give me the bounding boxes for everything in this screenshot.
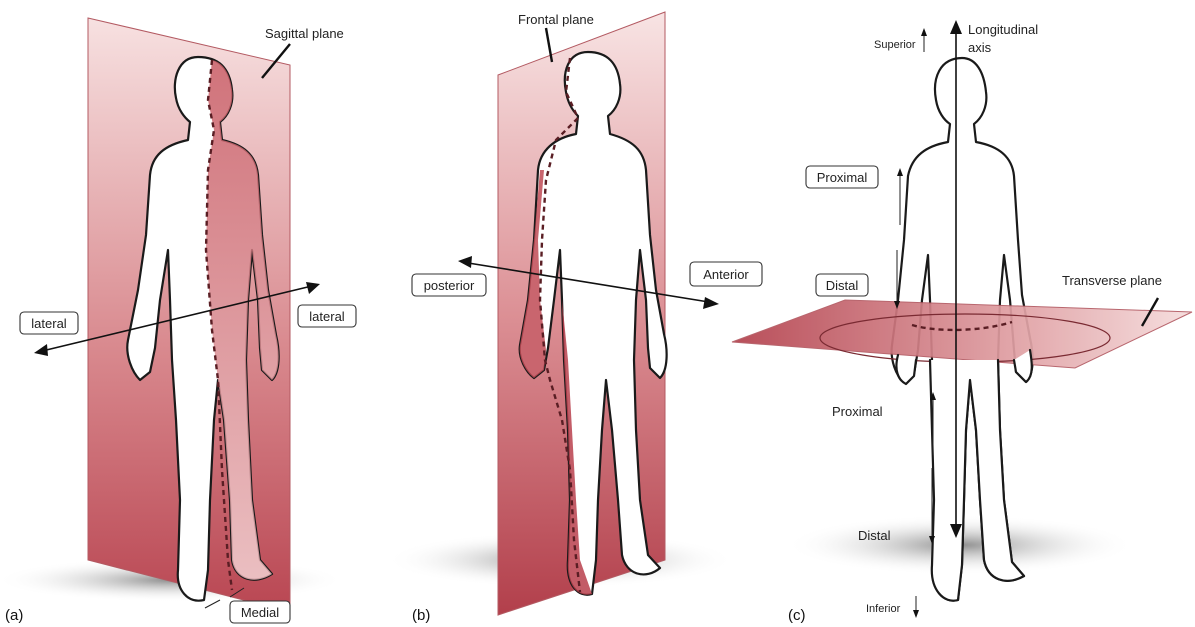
arm-proximal-label: Proximal <box>817 170 868 185</box>
superior-label: Superior <box>874 39 916 51</box>
posterior-label: posterior <box>424 278 475 293</box>
medial-label: Medial <box>241 605 279 620</box>
anterior-arrowhead <box>703 297 719 309</box>
frontal-plane-label: Frontal plane <box>518 12 594 27</box>
superior-arrowhead <box>921 28 927 36</box>
arm-proximal-arrowhead <box>897 168 903 176</box>
longitudinal-arrowhead-top <box>950 20 962 34</box>
anterior-label: Anterior <box>703 267 749 282</box>
posterior-arrowhead <box>458 256 472 268</box>
leg-distal-label: Distal <box>858 528 891 543</box>
panel-b: posterior Anterior Frontal plane (b) <box>385 12 762 624</box>
arm-distal-label: Distal <box>826 278 859 293</box>
hand-left-c <box>896 355 916 384</box>
lateral-right-label: lateral <box>309 309 345 324</box>
panel-a-label: (a) <box>5 607 23 624</box>
panel-b-label: (b) <box>412 607 430 624</box>
panel-c: Superior Longitudinal axis Proximal Dist… <box>732 20 1192 624</box>
lateral-arrowhead-right <box>306 282 320 294</box>
lateral-left-label: lateral <box>31 316 67 331</box>
inferior-arrowhead <box>913 610 919 618</box>
transverse-plane-label: Transverse plane <box>1062 273 1162 288</box>
panel-a: lateral lateral Medial Sagittal plane (a… <box>0 18 356 624</box>
transverse-plane <box>732 300 1192 368</box>
inferior-label: Inferior <box>866 603 901 615</box>
axis-label: axis <box>968 40 992 55</box>
lateral-arrowhead-left <box>34 344 48 356</box>
leg-proximal-label: Proximal <box>832 404 883 419</box>
panel-c-label: (c) <box>788 607 806 624</box>
sagittal-plane-label: Sagittal plane <box>265 26 344 41</box>
longitudinal-label: Longitudinal <box>968 22 1038 37</box>
